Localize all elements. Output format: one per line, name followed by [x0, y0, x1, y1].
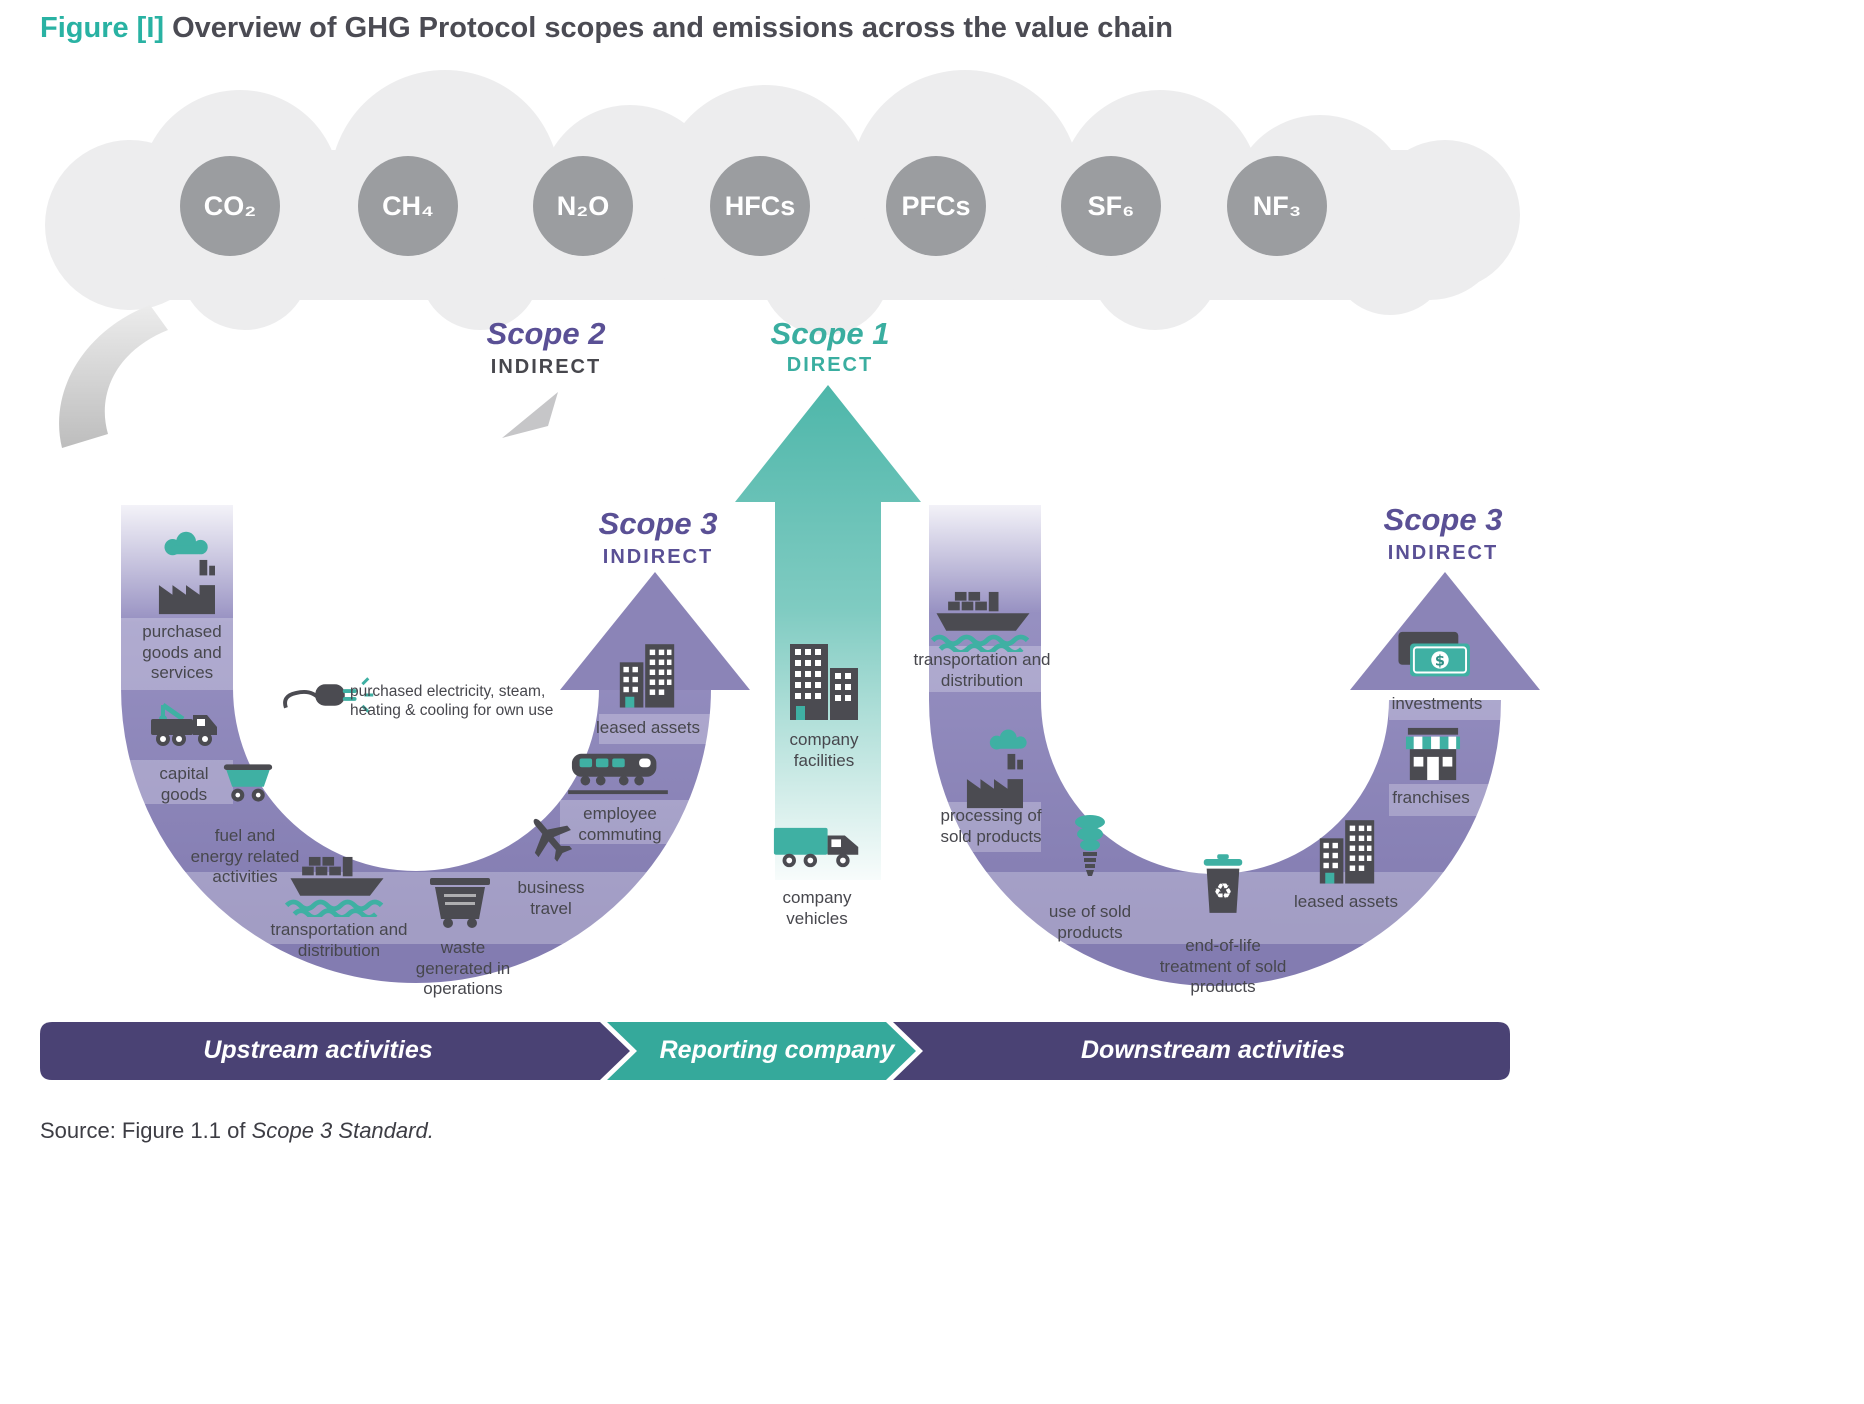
category-label-company-facilities: company facilities: [789, 730, 859, 770]
downstream-banner-arrow: [893, 1022, 1510, 1080]
source-work: Scope 3 Standard.: [251, 1118, 434, 1143]
scope3-right-label: Scope 3: [1383, 502, 1503, 537]
category-label-purchased-goods: purchased goods and services: [142, 622, 222, 683]
money-icon: [1396, 630, 1482, 686]
source-prefix: Source: Figure 1.1 of: [40, 1118, 252, 1143]
category-label-transport-upstream: transportation and distribution: [270, 920, 408, 960]
company-facilities-icon: [786, 640, 862, 720]
category-label-waste: waste generated in operations: [415, 938, 511, 999]
cloud-shape: [1330, 195, 1450, 315]
category-label-business-travel: business travel: [517, 878, 585, 918]
upstream-horseshoe: [121, 505, 711, 983]
category-label-use-of-sold: use of sold products: [1048, 902, 1132, 942]
waste-bin-icon: [428, 868, 492, 930]
gas-circle-nf3: NF₃: [1227, 156, 1327, 256]
category-label-leased-assets-upstream: leased assets: [596, 718, 700, 737]
category-label-company-vehicles: company vehicles: [782, 888, 852, 928]
gray-swoosh-left: [59, 305, 168, 448]
figure-title: Figure [I] Overview of GHG Protocol scop…: [40, 12, 1173, 45]
gas-circle-pfcs: PFCs: [886, 156, 986, 256]
scope1-arrow: [735, 385, 921, 880]
storefront-icon: [1402, 726, 1464, 782]
gas-circle-sf6: SF₆: [1061, 156, 1161, 256]
ship-icon-downstream: [928, 590, 1038, 652]
category-label-employee-commuting: employee commuting: [578, 804, 662, 844]
upstream-scope3-arrowhead: [560, 572, 750, 690]
banner-upstream-label: Upstream activities: [203, 1036, 433, 1064]
scope1-label: Scope 1: [770, 316, 890, 351]
scope2-note: purchased electricity, steam, heating & …: [350, 683, 554, 720]
category-label-investments: investments: [1391, 694, 1483, 713]
gas-circle-hfcs: HFCs: [710, 156, 810, 256]
downstream-scope3-arrowhead: [1350, 572, 1540, 690]
factory-icon: [155, 558, 217, 616]
category-label-fuel-energy: fuel and energy related activities: [190, 826, 300, 887]
company-vehicles-truck-icon: [772, 822, 864, 874]
scope2-label: Scope 2: [486, 316, 606, 351]
figure-title-text: Overview of GHG Protocol scopes and emis…: [172, 12, 1173, 44]
scope3-left-kind: INDIRECT: [602, 546, 714, 568]
category-label-end-of-life: end-of-life treatment of sold products: [1159, 936, 1287, 997]
figure-label: Figure [I]: [40, 12, 165, 44]
gas-circle-ch4: CH₄: [358, 156, 458, 256]
fuel-cart-icon: [222, 760, 274, 806]
upstream-banner-arrow: [40, 1022, 630, 1080]
smoke-cloud-icon: [158, 530, 216, 557]
scope3-right-kind: INDIRECT: [1387, 542, 1499, 564]
scope3-left-label: Scope 3: [598, 506, 718, 541]
banner-downstream-label: Downstream activities: [1081, 1036, 1345, 1064]
lightbulb-icon: [1070, 812, 1110, 878]
source-caption: Source: Figure 1.1 of Scope 3 Standard.: [40, 1118, 434, 1144]
gas-circle-co2: CO₂: [180, 156, 280, 256]
scope1-kind: DIRECT: [786, 354, 874, 376]
category-label-transport-downstream: transportation and distribution: [913, 650, 1051, 690]
crane-truck-icon: [148, 695, 222, 753]
category-label-leased-assets-downstream: leased assets: [1294, 892, 1398, 911]
banner-reporting-label: Reporting company: [659, 1036, 895, 1064]
train-icon: [568, 748, 668, 796]
category-label-processing: processing of sold products: [940, 806, 1042, 846]
downstream-arrow-fade: [929, 493, 1043, 613]
leased-assets-building-icon: [618, 642, 676, 708]
leased-assets-building-icon-downstream: [1318, 818, 1376, 884]
trash-recycle-icon: [1198, 852, 1248, 916]
factory-icon-downstream: [962, 752, 1026, 810]
reporting-banner-arrow: [607, 1022, 916, 1080]
gas-circle-n2o: N₂O: [533, 156, 633, 256]
smoke-cloud-icon-downstream: [984, 728, 1034, 751]
scope2-kind: INDIRECT: [490, 356, 602, 378]
gray-swoosh-scope2: [502, 392, 558, 438]
category-label-franchises: franchises: [1392, 788, 1470, 807]
category-label-capital-goods: capital goods: [159, 764, 209, 804]
